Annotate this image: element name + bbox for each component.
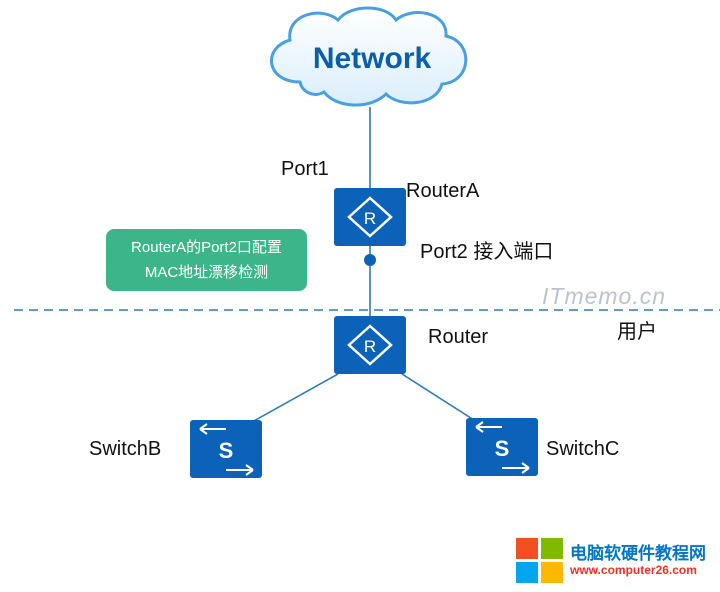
router-label: Router <box>428 326 489 348</box>
svg-text:S: S <box>495 436 510 461</box>
switchC-label: SwitchC <box>546 438 620 460</box>
routerA-label: RouterA <box>406 180 480 202</box>
user-zone-label: 用户 <box>617 321 657 343</box>
brand-url: www.computer26.com <box>570 563 697 577</box>
link-router-switchB <box>251 373 339 423</box>
cloud-icon <box>270 6 468 107</box>
port2-label: Port2 接入端口 <box>420 241 554 263</box>
cloud-label: Network <box>312 42 432 75</box>
config-note-line2: MAC地址漂移检测 <box>144 264 269 281</box>
switch-icon: S <box>466 418 538 476</box>
brand-name: 电脑软硬件教程网 <box>570 544 706 563</box>
watermark: ITmemo.cn <box>542 283 667 309</box>
switchB-label: SwitchB <box>89 438 162 460</box>
config-note-line1: RouterA的Port2口配置 <box>131 239 282 256</box>
link-router-switchC <box>401 373 475 421</box>
router-icon: R <box>334 316 406 374</box>
svg-text:S: S <box>219 438 234 463</box>
svg-text:R: R <box>364 209 376 228</box>
switch-icon: S <box>190 420 262 478</box>
port2-dot <box>364 254 376 266</box>
router-icon: R <box>334 188 406 246</box>
port1-label: Port1 <box>281 158 329 180</box>
windows-logo-icon <box>516 538 564 584</box>
svg-text:R: R <box>364 337 376 356</box>
config-note: RouterA的Port2口配置 MAC地址漂移检测 <box>106 229 307 291</box>
